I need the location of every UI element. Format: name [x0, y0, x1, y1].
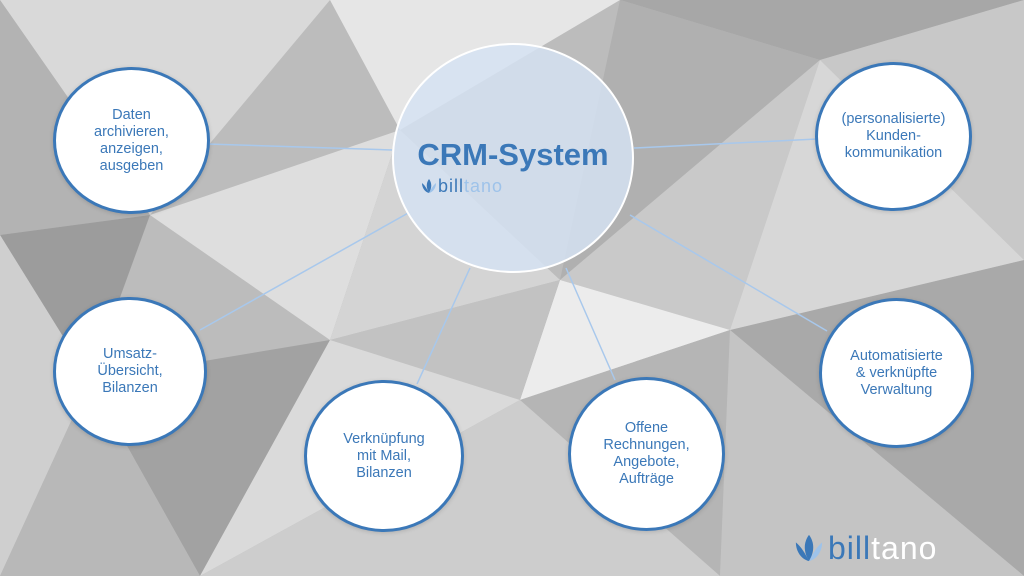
- node-label: Automatisierte & verknüpfte Verwaltung: [850, 347, 943, 398]
- lotus-icon: [422, 179, 436, 193]
- node-label: Daten archivieren, anzeigen, ausgeben: [94, 106, 169, 174]
- node-open-invoices: Offene Rechnungen, Angebote, Aufträge: [568, 377, 725, 531]
- logo-part-bill: bill: [438, 175, 465, 196]
- center-title: CRM-System: [417, 137, 609, 172]
- link-automation: [629, 214, 828, 332]
- link-mail: [416, 267, 471, 385]
- node-customer-communication: (personalisierte) Kunden- kommunikation: [815, 62, 972, 211]
- node-mail-link: Verknüpfung mit Mail, Bilanzen: [304, 380, 464, 532]
- node-label: Offene Rechnungen, Angebote, Aufträge: [603, 420, 690, 487]
- logo-part-tano: tano: [871, 529, 938, 566]
- node-label: (personalisierte) Kunden- kommunikation: [841, 111, 946, 161]
- node-revenue-overview: Umsatz- Übersicht, Bilanzen: [53, 297, 207, 446]
- logo-part-tano: tano: [464, 175, 504, 196]
- node-label: Umsatz- Übersicht, Bilanzen: [97, 346, 163, 396]
- node-label: Verknüpfung mit Mail, Bilanzen: [343, 430, 425, 481]
- link-invoices: [565, 267, 616, 381]
- link-data: [206, 143, 393, 151]
- logo-part-bill: bill: [828, 529, 872, 566]
- link-communication: [633, 138, 818, 149]
- lotus-icon: [795, 534, 823, 562]
- node-automated-management: Automatisierte & verknüpfte Verwaltung: [819, 298, 974, 448]
- link-revenue: [199, 211, 411, 331]
- node-data-archive: Daten archivieren, anzeigen, ausgeben: [53, 67, 210, 214]
